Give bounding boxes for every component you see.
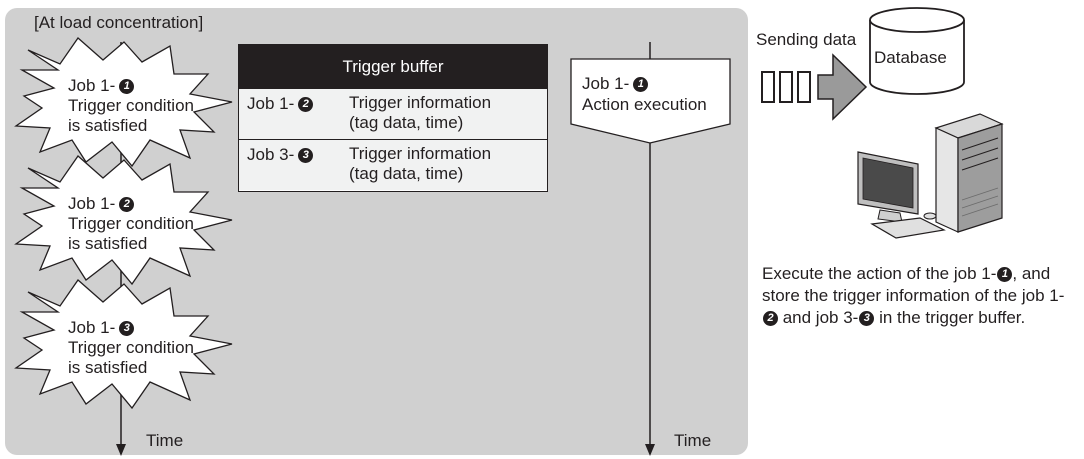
buffer-row: Job 1-2 Trigger information (tag data, t… (239, 89, 547, 140)
trigger-buffer: Trigger buffer Job 1-2 Trigger informati… (238, 44, 548, 192)
buffer-row-1-info-detail: (tag data, time) (349, 113, 464, 132)
caption-part-3: and job 3- (778, 308, 859, 327)
event-2-line3: is satisfied (68, 234, 148, 253)
data-block-1 (761, 71, 775, 103)
event-2-job: Job 1- (68, 194, 116, 213)
sending-arrow (817, 53, 868, 121)
action-execution: Job 1-1 Action execution (582, 73, 707, 115)
circled-number-icon: 3 (298, 148, 314, 164)
sending-data-label: Sending data (756, 30, 857, 49)
buffer-row-1-info: Trigger information (349, 93, 492, 112)
trigger-event-1: Job 1-1 Trigger condition is satisfied (68, 76, 194, 136)
event-3-job: Job 1- (68, 318, 116, 337)
caption-part-4: in the trigger buffer. (874, 308, 1026, 327)
event-1-line2: Trigger condition (68, 96, 194, 115)
event-2-line2: Trigger condition (68, 214, 194, 233)
trigger-burst-1 (14, 37, 233, 168)
circled-number-icon: 2 (763, 311, 778, 327)
circled-number-icon: 1 (119, 79, 135, 95)
buffer-row-2-info: Trigger information (349, 144, 492, 163)
right-time-arrowhead (645, 444, 655, 456)
database-top (869, 7, 965, 33)
time-label-left: Time (146, 431, 184, 450)
time-label-right: Time (674, 431, 712, 450)
caption: Execute the action of the job 1-1, and s… (762, 263, 1080, 329)
buffer-row: Job 3-3 Trigger information (tag data, t… (239, 140, 547, 190)
data-block-2 (779, 71, 793, 103)
caption-part-1: Execute the action of the job 1- (762, 264, 997, 283)
database-label: Database (874, 48, 947, 67)
circled-number-icon: 2 (119, 197, 135, 213)
event-1-line3: is satisfied (68, 116, 148, 135)
circled-number-icon: 1 (997, 267, 1013, 283)
trigger-burst-2 (14, 155, 233, 286)
trigger-buffer-title: Trigger buffer (239, 45, 547, 89)
trigger-burst-3 (14, 279, 233, 410)
action-box (570, 58, 731, 144)
circled-number-icon: 3 (119, 321, 135, 337)
buffer-row-2-info-detail: (tag data, time) (349, 164, 464, 183)
circled-number-icon: 1 (633, 77, 649, 93)
action-job: Job 1- (582, 74, 630, 93)
caption-part-2: , and store the trigger information of t… (762, 264, 1065, 305)
buffer-row-2-job: Job 3- (247, 145, 295, 164)
action-label: Action execution (582, 95, 707, 114)
computer-icon (857, 113, 1004, 239)
data-block-3 (797, 71, 811, 103)
event-1-job: Job 1- (68, 76, 116, 95)
buffer-row-1-job: Job 1- (247, 94, 295, 113)
left-time-arrowhead (116, 444, 126, 456)
trigger-event-2: Job 1-2 Trigger condition is satisfied (68, 194, 194, 254)
event-3-line2: Trigger condition (68, 338, 194, 357)
event-3-line3: is satisfied (68, 358, 148, 377)
circled-number-icon: 2 (298, 97, 314, 113)
database-cylinder (869, 20, 965, 95)
trigger-event-3: Job 1-3 Trigger condition is satisfied (68, 318, 194, 378)
circled-number-icon: 3 (859, 311, 875, 327)
diagram-heading: [At load concentration] (34, 13, 204, 32)
